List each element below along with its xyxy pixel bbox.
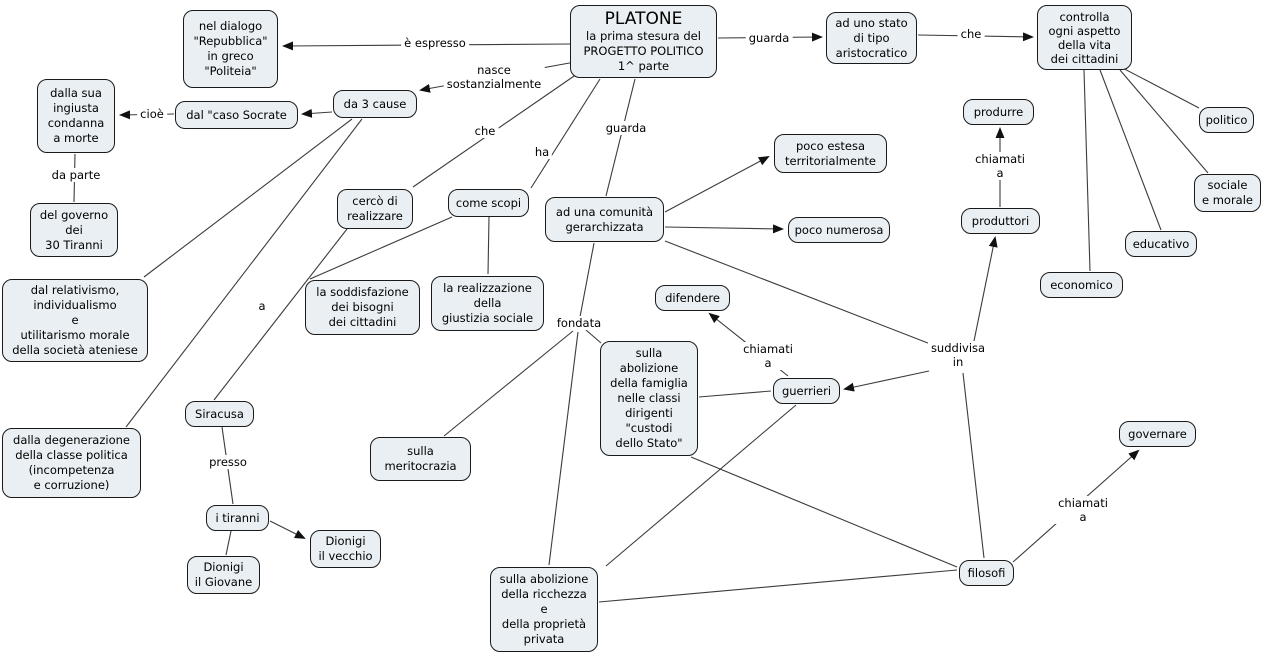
edge-tiranni-vecchio	[269, 520, 306, 539]
edge-fondata-meritocrazia	[443, 330, 574, 437]
edge-controlla-politico	[1114, 63, 1200, 109]
edge-label-chiamati-difendere[interactable]: chiamati a	[740, 342, 796, 370]
edge-suddivisa-filosofi	[962, 372, 985, 559]
node-sociale-morale[interactable]: sociale e morale	[1194, 174, 1261, 212]
node-abolizione-famiglia[interactable]: sulla abolizione della famiglia nelle cl…	[600, 341, 698, 456]
edge-famiglia-guerrieri	[698, 390, 772, 398]
node-meritocrazia[interactable]: sulla meritocrazia	[370, 437, 471, 481]
node-caso-socrate[interactable]: dal "caso Socrate	[175, 101, 298, 129]
node-cerco[interactable]: cercò di realizzare	[337, 189, 413, 229]
edge-controlla-educativo	[1099, 69, 1162, 231]
edge-suddivisa-guerrieri	[843, 370, 930, 392]
edge-label-fondata[interactable]: fondata	[553, 316, 605, 330]
edge-comunita-poco-estesa	[664, 156, 770, 213]
edge-label-suddivisa[interactable]: suddivisa in	[927, 341, 989, 369]
node-controlla[interactable]: controlla ogni aspetto della vita dei ci…	[1037, 5, 1132, 70]
edge-filosofi-ricchezza	[598, 569, 958, 603]
edge-da3cause-relativismo	[143, 118, 353, 278]
node-governo-tiranni[interactable]: del governo dei 30 Tiranni	[30, 203, 118, 257]
edge-fondata-famiglia	[585, 329, 602, 344]
edge-label-chiamati-produrre[interactable]: chiamati a	[972, 152, 1028, 180]
edge-label-chiamati-governare[interactable]: chiamati a	[1055, 496, 1111, 524]
edge-guerrieri-ricchezza	[605, 404, 797, 567]
node-guerrieri[interactable]: guerrieri	[773, 378, 840, 404]
edge-platone-scopi	[530, 78, 601, 189]
edge-controlla-sociale	[1119, 69, 1209, 174]
edge-label-guarda-comunita[interactable]: guarda	[602, 121, 650, 135]
edge-label-presso[interactable]: presso	[206, 455, 250, 469]
node-platone-title: PLATONE	[604, 9, 683, 29]
edge-label-che-stato[interactable]: che	[957, 27, 985, 41]
edge-label-che-cerco[interactable]: che	[471, 124, 499, 138]
node-stato-aristocratico[interactable]: ad uno stato di tipo aristocratico	[826, 12, 917, 64]
edge-comunita-fondata	[579, 242, 595, 318]
node-produttori[interactable]: produttori	[961, 208, 1040, 234]
edge-controlla-economico	[1083, 69, 1091, 272]
node-dionigi-giovane[interactable]: Dionigi il Giovane	[187, 556, 260, 594]
node-dionigi-vecchio[interactable]: Dionigi il vecchio	[310, 530, 381, 568]
node-platone-body: la prima stesura del PROGETTO POLITICO 1…	[583, 29, 704, 73]
edge-comunita-poco-numerosa	[664, 224, 784, 234]
node-i-tiranni[interactable]: i tiranni	[206, 505, 269, 531]
node-educativo[interactable]: educativo	[1125, 231, 1197, 257]
edge-label-a-siracusa[interactable]: a	[255, 299, 269, 313]
edge-famiglia-filosofi	[690, 456, 958, 568]
edge-platone-comunita	[605, 78, 636, 197]
node-comunita[interactable]: ad una comunità gerarchizzata	[545, 197, 664, 242]
node-politico[interactable]: politico	[1199, 107, 1254, 133]
node-governare[interactable]: governare	[1119, 421, 1196, 447]
node-produrre[interactable]: produrre	[963, 99, 1034, 125]
edge-cerco-siracusa	[213, 228, 348, 401]
node-degenerazione[interactable]: dalla degenerazione della classe politic…	[2, 428, 141, 498]
node-abolizione-ricchezza[interactable]: sulla abolizione della ricchezza e della…	[490, 567, 598, 652]
node-relativismo[interactable]: dal relativismo, individualismo e utilit…	[2, 279, 148, 362]
node-nel-dialogo[interactable]: nel dialogo "Repubblica" in greco "Polit…	[183, 10, 278, 88]
edge-suddivisa-produttori	[973, 236, 998, 342]
edge-comunita-suddivisa	[664, 240, 934, 346]
edge-tiranni-giovane	[225, 530, 232, 556]
edge-label-da-parte[interactable]: da parte	[48, 168, 104, 182]
edge-da3cause-degenerazione	[125, 118, 363, 428]
edge-label-e-espresso[interactable]: è espresso	[401, 36, 469, 50]
node-condanna[interactable]: dalla sua ingiusta condanna a morte	[37, 79, 115, 153]
edge-label-nasce[interactable]: nasce sostanzialmente	[443, 63, 545, 91]
edge-scopi-soddisfazione	[309, 216, 453, 280]
edge-label-ha[interactable]: ha	[531, 145, 553, 159]
edge-scopi-realizzazione	[487, 216, 490, 275]
node-siracusa[interactable]: Siracusa	[185, 401, 254, 427]
node-difendere[interactable]: difendere	[655, 285, 730, 311]
edge-label-guarda-stato[interactable]: guarda	[745, 31, 793, 45]
node-economico[interactable]: economico	[1040, 272, 1123, 298]
node-soddisfazione[interactable]: la soddisfazione dei bisogni dei cittadi…	[305, 280, 420, 335]
node-platone[interactable]: PLATONE la prima stesura del PROGETTO PO…	[570, 5, 717, 78]
node-filosofi[interactable]: filosofi	[959, 560, 1014, 586]
node-poco-numerosa[interactable]: poco numerosa	[788, 217, 890, 243]
edge-label-cioe[interactable]: cioè	[137, 107, 167, 121]
node-poco-estesa[interactable]: poco estesa territorialmente	[774, 134, 887, 173]
node-realizzazione[interactable]: la realizzazione della giustizia sociale	[431, 276, 544, 331]
edge-da3cause-socrate	[301, 108, 333, 118]
node-da-3-cause[interactable]: da 3 cause	[333, 90, 417, 118]
edge-fondata-ricchezza	[548, 331, 579, 566]
node-come-scopi[interactable]: come scopi	[448, 189, 529, 217]
